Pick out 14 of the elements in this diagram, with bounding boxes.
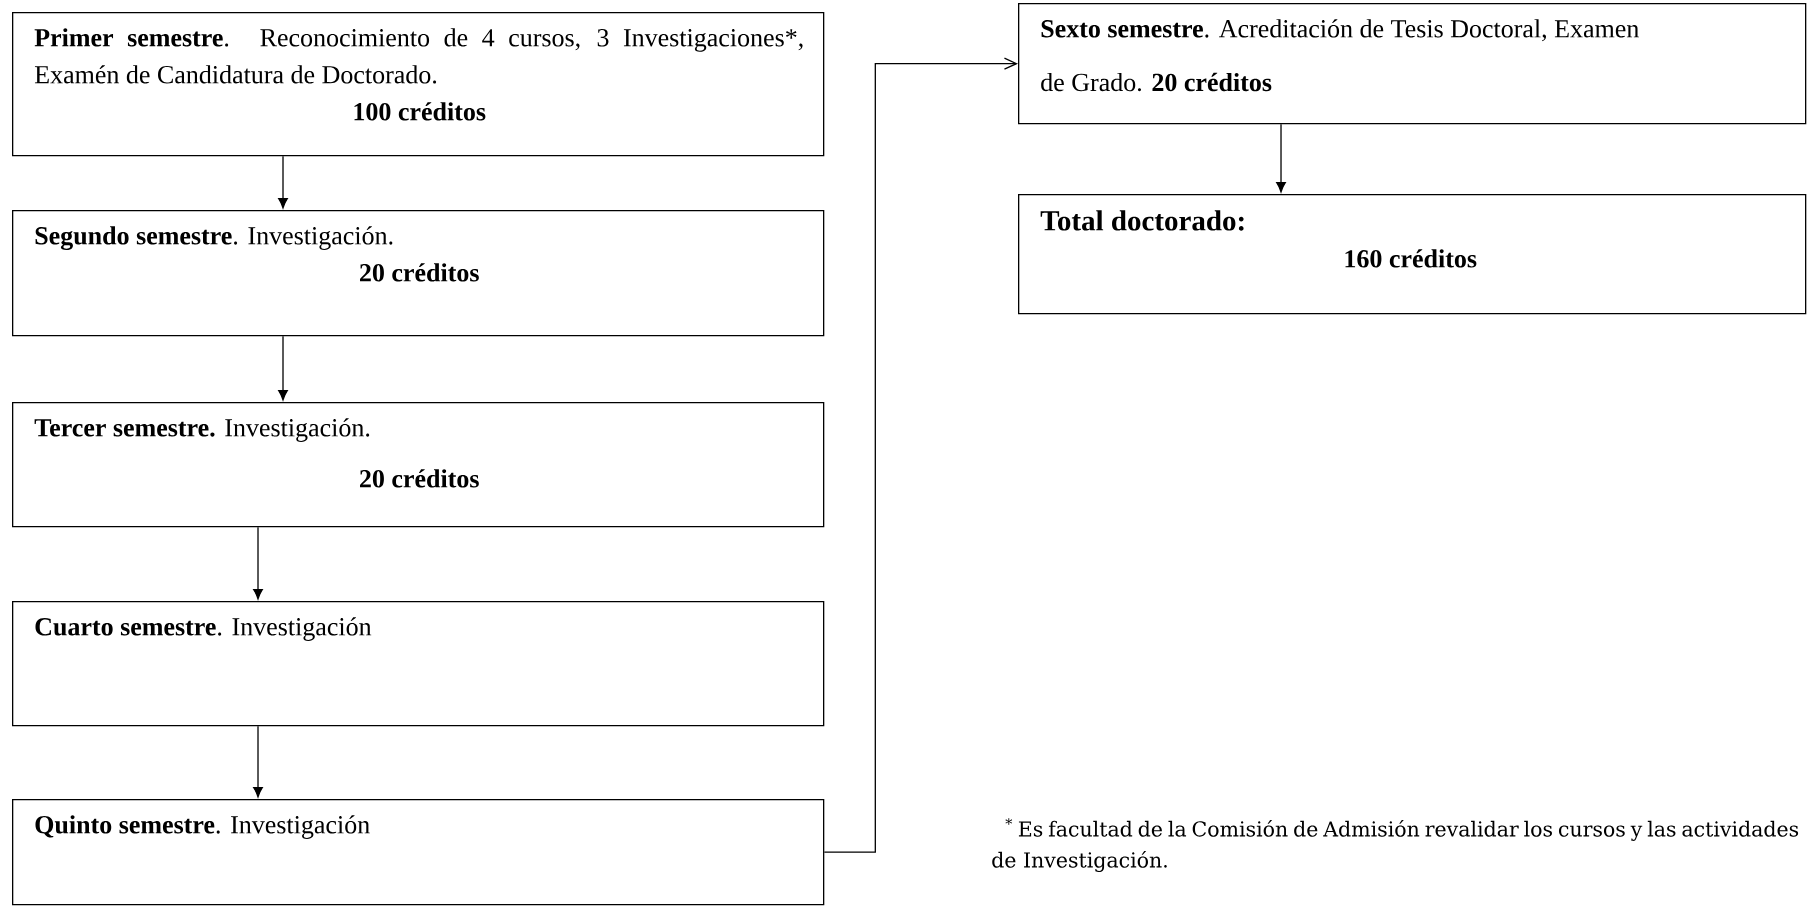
arrow — [278, 335, 288, 401]
process-box: Tercer semestre. Investigación. 20 créditos — [12, 402, 825, 528]
arrow — [1276, 123, 1286, 193]
process-box: Cuarto semestre. Investigación — [12, 601, 825, 727]
process-box: Quinto semestre. Investigación — [12, 799, 825, 906]
process-box: Primer semestre. Reconocimiento de 4 cursos, 3 Investigaciones*, Examén de Candidatura de Doctorado. 100 créditos — [12, 12, 825, 157]
process-box: Segundo semestre. Investigación. 20 créditos — [12, 210, 825, 337]
arrow — [253, 725, 263, 798]
process-box: Sexto semestre. Acreditación de Tesis Doctoral, Examen de Grado. 20 créditos — [1018, 3, 1807, 125]
footnote: $^{*}$ Es facultad de la Comisión de Admisión revalidar los cursos y las actividades de Investigación. — [992, 818, 1799, 872]
process-box: Total doctorado: 160 créditos — [1018, 194, 1807, 315]
arrow — [253, 526, 263, 600]
arrow — [823, 57, 1018, 853]
arrow — [278, 155, 288, 209]
